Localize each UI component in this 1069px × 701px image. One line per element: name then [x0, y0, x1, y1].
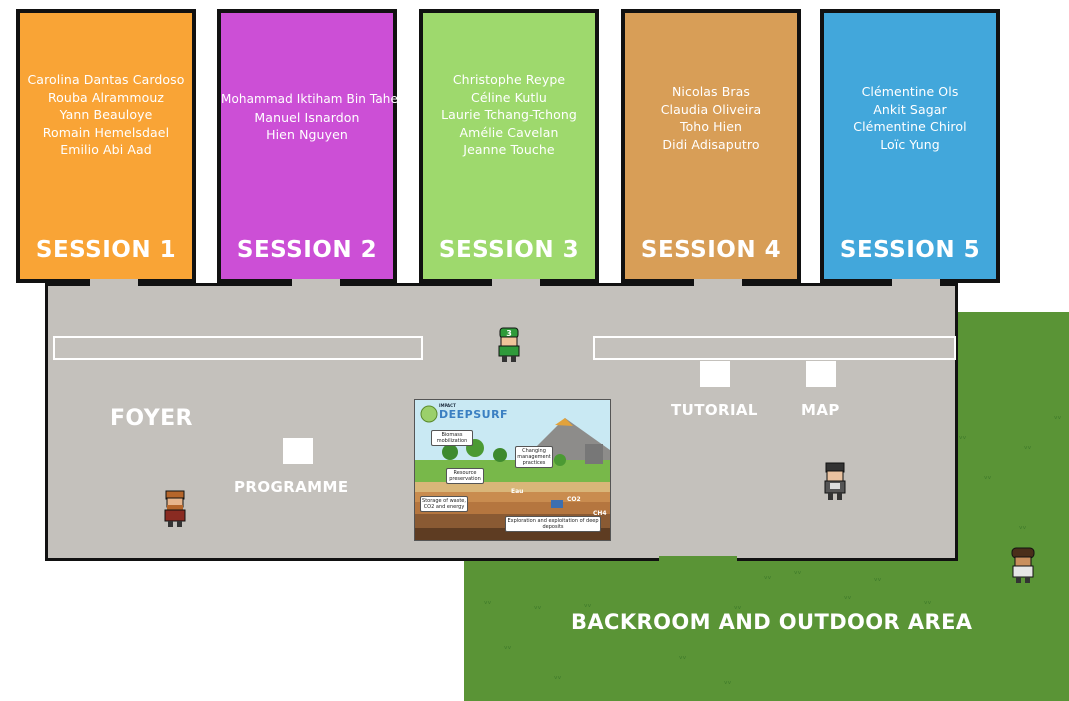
svg-text:3: 3 [506, 329, 512, 338]
grass-tuft-icon: ᵥᵥ [679, 652, 687, 662]
presenter-name: Yann Beauloye [59, 107, 153, 122]
session-1-title: SESSION 1 [35, 237, 177, 263]
presenter-name: Manuel Isnardon [254, 109, 360, 125]
outdoor-area-label: BACKROOM AND OUTDOOR AREA [571, 610, 973, 634]
grass-tuft-icon: ᵥᵥ [504, 642, 512, 652]
grass-tuft-icon: ᵥᵥ [984, 472, 992, 482]
presenter-name: Romain Hemelsdael [42, 124, 170, 140]
grass-tuft-icon: ᵥᵥ [1024, 442, 1032, 452]
grass-tuft-icon: ᵥᵥ [794, 567, 802, 577]
deepsurf-poster[interactable]: IMPACT DEEPSURF Biomass mobilization Cha… [414, 399, 611, 541]
grass-tuft-icon: ᵥᵥ [584, 600, 592, 610]
presenter-name: Nicolas Bras [671, 84, 751, 99]
grass-tuft-icon: ᵥᵥ [534, 602, 542, 612]
session-room-1[interactable]: Carolina Dantas Cardoso Rouba Alrammouz … [16, 9, 196, 283]
grass-tuft-icon: ᵥᵥ [844, 592, 852, 602]
session-4-title: SESSION 4 [640, 237, 782, 263]
programme-label: PROGRAMME [234, 478, 349, 496]
avatar-curly-hair-icon[interactable] [1007, 546, 1039, 586]
grass-tuft-icon: ᵥᵥ [874, 574, 882, 584]
grass-tuft-icon: ᵥᵥ [664, 612, 672, 622]
grass-tuft-icon: ᵥᵥ [734, 602, 742, 612]
presenter-name: Didi Adisaputro [662, 136, 760, 152]
poster-logo: DEEPSURF [439, 408, 509, 421]
session-2-title: SESSION 2 [236, 237, 378, 263]
session-room-4[interactable]: Nicolas Bras Claudia Oliveira Toho Hien … [621, 9, 801, 283]
session-3-title: SESSION 3 [438, 237, 580, 263]
presenter-name: Amélie Cavelan [459, 124, 559, 140]
session-room-5[interactable]: Clémentine Ols Ankit Sagar Clémentine Ch… [820, 9, 1000, 283]
presenter-name: Toho Hien [679, 119, 743, 134]
map-label: MAP [801, 401, 840, 419]
grass-tuft-icon: ᵥᵥ [724, 677, 732, 687]
tutorial-label: TUTORIAL [671, 401, 758, 419]
session-4-names: Nicolas Bras Claudia Oliveira Toho Hien … [625, 83, 797, 153]
session-room-3[interactable]: Christophe Reype Céline Kutlu Laurie Tch… [419, 9, 599, 283]
wall-bench-right [593, 336, 956, 360]
door-to-outdoor[interactable] [659, 556, 737, 562]
presenter-name: Clémentine Chirol [853, 119, 967, 134]
poster-label-resource: Resource preservation [446, 468, 484, 484]
presenter-name: Loïc Yung [880, 136, 940, 152]
poster-label-changing: Changing management practices [515, 446, 553, 468]
grass-tuft-icon: ᵥᵥ [924, 597, 932, 607]
presenter-name: Jeanne Touche [463, 142, 555, 157]
presenter-name: Hien Nguyen [266, 127, 348, 142]
presenter-name: Céline Kutlu [471, 89, 547, 105]
map-board[interactable] [806, 361, 836, 387]
wall-bench-left [53, 336, 423, 360]
presenter-name: Laurie Tchang-Tchong [441, 107, 577, 122]
foyer-label: FOYER [110, 406, 193, 431]
grass-tuft-icon: ᵥᵥ [764, 572, 772, 582]
grass-tuft-icon: ᵥᵥ [1054, 412, 1062, 422]
presenter-name: Ankit Sagar [873, 101, 947, 117]
avatar-dark-hair-icon[interactable] [820, 461, 850, 503]
session-room-2[interactable]: Mohammad Iktiham Bin Taher Manuel Isnard… [217, 9, 404, 283]
door-session-5[interactable] [892, 279, 940, 287]
presenter-name: Carolina Dantas Cardoso [27, 72, 185, 87]
presenter-name: Rouba Alrammouz [47, 89, 165, 105]
poster-label-ch4: CH4 [593, 510, 607, 517]
session-2-names: Mohammad Iktiham Bin Taher Manuel Isnard… [221, 91, 404, 144]
programme-board[interactable] [283, 438, 313, 464]
session-5-title: SESSION 5 [839, 237, 981, 263]
presenter-name: Clémentine Ols [861, 84, 959, 99]
poster-label-co2: CO2 [567, 496, 581, 503]
player-avatar-green-cap-icon[interactable]: 3 [494, 326, 524, 364]
grass-tuft-icon: ᵥᵥ [554, 672, 562, 682]
poster-label-biomass: Biomass mobilization [431, 430, 473, 446]
session-3-names: Christophe Reype Céline Kutlu Laurie Tch… [423, 71, 595, 159]
session-5-names: Clémentine Ols Ankit Sagar Clémentine Ch… [824, 83, 996, 153]
door-session-3[interactable] [492, 279, 540, 287]
door-session-4[interactable] [694, 279, 742, 287]
poster-label-eau: Eau [511, 488, 524, 495]
session-1-names: Carolina Dantas Cardoso Rouba Alrammouz … [20, 71, 192, 159]
presenter-name: Emilio Abi Aad [60, 142, 152, 157]
poster-label-exploration: Exploration and exploitation of deep dep… [505, 516, 601, 532]
presenter-name: Claudia Oliveira [660, 101, 762, 117]
presenter-name: Mohammad Iktiham Bin Taher [221, 92, 404, 106]
grass-tuft-icon: ᵥᵥ [484, 597, 492, 607]
door-session-2[interactable] [292, 279, 340, 287]
avatar-red-bearded-icon[interactable] [160, 489, 190, 529]
grass-tuft-icon: ᵥᵥ [1019, 522, 1027, 532]
door-session-1[interactable] [90, 279, 138, 287]
poster-logo-small: IMPACT [439, 403, 456, 408]
presenter-name: Christophe Reype [452, 72, 566, 87]
tutorial-board[interactable] [700, 361, 730, 387]
grass-tuft-icon: ᵥᵥ [959, 432, 967, 442]
poster-label-storage: Storage of waste, CO2 and energy [420, 496, 468, 512]
